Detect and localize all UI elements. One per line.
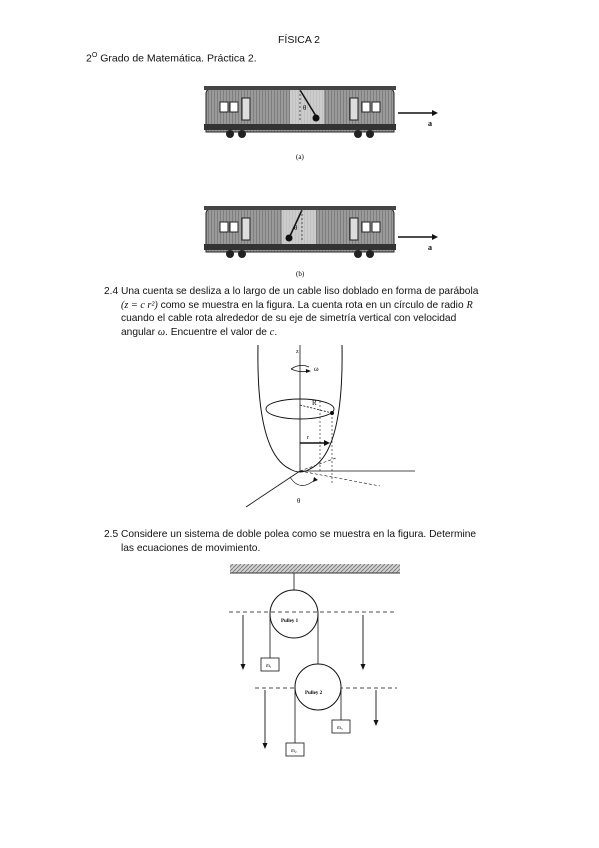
r-label: r [307,435,309,441]
problem-2-4-line4: angular ω. Encuentre el valor de c. [104,326,514,340]
train-car-b: θ a [204,206,438,258]
omega-label: ω [314,365,319,373]
m1-label: m₁ [266,664,272,669]
title-text: FÍSICA 2 [278,34,321,46]
caption-a: (a) [296,153,304,161]
text-line: . Encuentre el valor de [165,326,270,338]
angle-label-b: θ [294,224,298,232]
m2-label: m₂ [291,749,297,754]
R-label: R [312,399,317,407]
accel-label-a: a [428,119,432,128]
course-line: 2O Grado de Matemática. Práctica 2. [86,52,257,65]
variable-omega: ω [157,326,166,338]
text-line: Una cuenta se desliza a lo largo de un c… [121,286,479,297]
z-axis-label: z [296,349,299,355]
text-line: angular [121,326,158,338]
text-line: Considere un sistema de doble polea como… [121,529,477,540]
problem-2-5-line1: 2.5 Considere un sistema de doble polea … [104,528,514,542]
pulley1-label: Pulley 1 [281,619,299,624]
train-figure: θ a (a) θ a (b) [204,86,438,278]
pulley2-label: Pulley 2 [305,691,323,696]
theta-label: θ [297,497,301,505]
equation: (z = c r²) [121,299,158,311]
course-number: 2 [86,52,92,65]
problem-2-4: 2.4 Una cuenta se desliza a lo largo de … [104,285,514,339]
accel-label-b: a [428,243,432,252]
train-car-a: θ a [204,86,438,138]
caption-b: (b) [296,270,305,278]
problem-2-5: 2.5 Considere un sistema de doble polea … [104,528,514,555]
text-line: como se muestra en la figura. La cuenta … [157,299,467,311]
m3-label: m₃ [337,726,343,731]
pulley-figure: Pulley 1 m₁ Pulley 2 m₂ m₃ [229,564,400,757]
variable-R: R [466,299,473,311]
variable-c: c [269,326,275,338]
page-title: FÍSICA 2 [278,34,320,46]
text-line: . [274,326,278,338]
problem-number: 2.5 [104,529,119,540]
problem-2-5-line2: las ecuaciones de movimiento. [121,542,261,554]
problem-2-4-line3: cuando el cable rota alrededor de su eje… [121,313,457,325]
parabola-figure: z ω R r θ [245,344,415,508]
course-superscript: O [91,52,98,59]
course-text: Grado de Matemática. Práctica 2. [97,52,257,65]
angle-label-a: θ [303,104,307,112]
ceiling [230,564,400,573]
problem-2-4-line2: (z = c r²) como se muestra en la figura.… [104,299,514,313]
problem-2-4-line1: 2.4 Una cuenta se desliza a lo largo de … [104,285,514,299]
problem-number: 2.4 [104,286,119,297]
